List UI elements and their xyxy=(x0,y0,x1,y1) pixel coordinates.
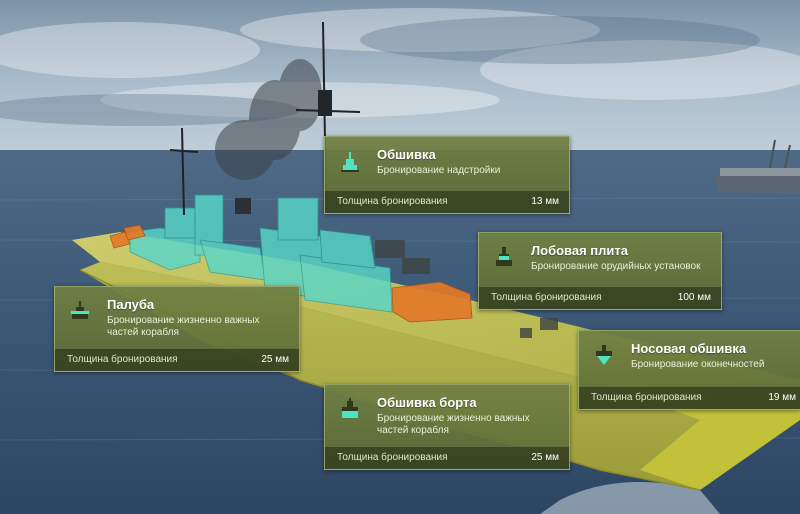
belt-armor-icon xyxy=(342,398,358,418)
panel-description: Бронирование оконечностей xyxy=(631,359,765,370)
panel-description: Бронирование орудийных установок xyxy=(531,261,701,272)
armor-panel-superstructure[interactable]: Обшивка Бронирование надстройки Толщина … xyxy=(324,136,570,214)
panel-footer: Толщина бронирования 13 мм xyxy=(325,190,569,213)
thickness-label: Толщина бронирования xyxy=(337,196,448,207)
panel-footer: Толщина бронирования 25 мм xyxy=(55,348,299,371)
panel-title: Лобовая плита xyxy=(531,243,628,258)
clouds xyxy=(0,8,800,118)
armor-panel-turret-face[interactable]: Лобовая плита Бронирование орудийных уст… xyxy=(478,232,722,310)
thickness-value: 19 мм xyxy=(768,392,796,403)
panel-footer: Толщина бронирования 19 мм xyxy=(579,386,800,409)
panel-description: Бронирование жизненно важных частей кора… xyxy=(107,315,260,338)
panel-title: Обшивка борта xyxy=(377,395,477,410)
thickness-value: 100 мм xyxy=(677,292,711,303)
thickness-label: Толщина бронирования xyxy=(491,292,602,303)
thickness-label: Толщина бронирования xyxy=(337,452,448,463)
panel-footer: Толщина бронирования 100 мм xyxy=(479,286,721,309)
panel-title: Палуба xyxy=(107,297,155,312)
panel-title: Носовая обшивка xyxy=(631,341,747,356)
armor-panel-belt[interactable]: Обшивка борта Бронирование жизненно важн… xyxy=(324,384,570,470)
panel-footer: Толщина бронирования 25 мм xyxy=(325,446,569,469)
thickness-value: 25 мм xyxy=(261,354,289,365)
thickness-label: Толщина бронирования xyxy=(591,392,702,403)
panel-description: Бронирование надстройки xyxy=(377,165,501,176)
panel-title: Обшивка xyxy=(377,147,436,162)
bow-armor-icon xyxy=(596,345,612,365)
thickness-label: Толщина бронирования xyxy=(67,354,178,365)
thickness-value: 13 мм xyxy=(531,196,559,207)
thickness-value: 25 мм xyxy=(531,452,559,463)
armor-panel-bow[interactable]: Носовая обшивка Бронирование оконечносте… xyxy=(578,330,800,410)
distant-ship xyxy=(714,139,800,194)
turret-armor-icon xyxy=(496,247,512,266)
panel-description: Бронирование жизненно важных частей кора… xyxy=(377,413,530,436)
superstructure-armor-icon xyxy=(341,152,359,172)
armor-panel-deck[interactable]: Палуба Бронирование жизненно важных част… xyxy=(54,286,300,372)
deck-armor-icon xyxy=(71,301,89,319)
